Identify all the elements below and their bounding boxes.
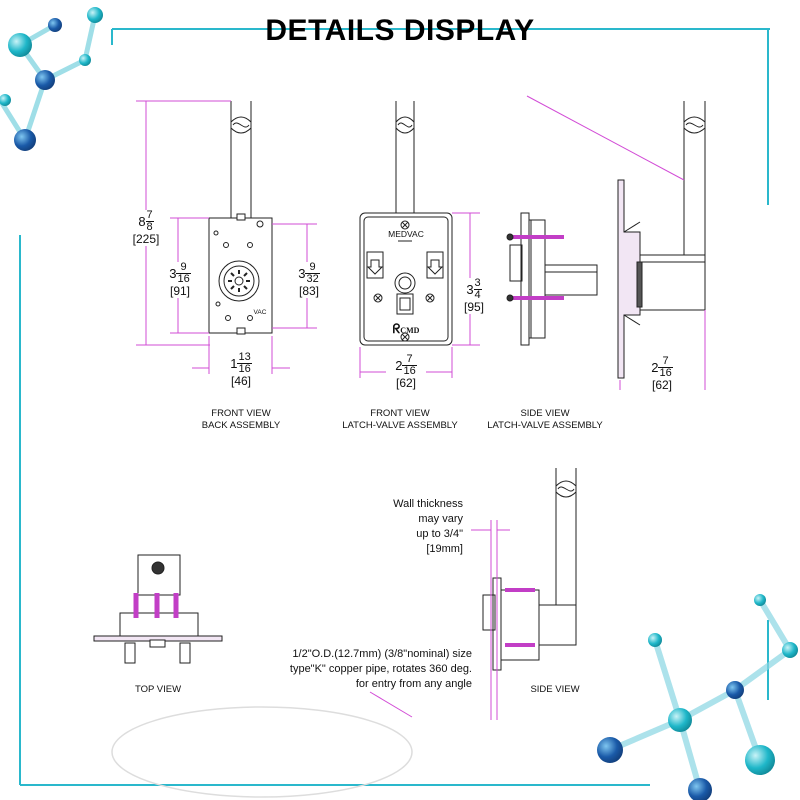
- dim-mm: [91]: [169, 284, 190, 298]
- vac-marking: VAC: [253, 309, 267, 316]
- top-view: [93, 554, 223, 664]
- frame-lines: [19, 28, 770, 786]
- note-line: up to 3/4": [416, 528, 463, 540]
- decorative-ellipse: [111, 706, 413, 798]
- label-top-view: TOP VIEW: [134, 684, 182, 695]
- label-side-view: SIDE VIEW: [530, 684, 580, 695]
- label-line: BACK ASSEMBLY: [201, 420, 281, 431]
- dim-whole: 8: [138, 214, 146, 229]
- dimension-lines-view4: [526, 95, 706, 390]
- page-title: DETAILS DISPLAY: [265, 14, 535, 47]
- molecule-decoration-top-left: [0, 7, 103, 151]
- logo-text: CMD: [400, 326, 420, 335]
- note-line: [19mm]: [426, 543, 463, 555]
- dim-whole: 3: [169, 266, 177, 281]
- side-view-top-right: [617, 101, 706, 379]
- dim-mm: [225]: [132, 232, 160, 246]
- label-side-view-latch: SIDE VIEW LATCH-VALVE ASSEMBLY: [480, 408, 610, 432]
- logo-mark: ᖇ: [392, 321, 401, 336]
- note-line: for entry from any angle: [355, 678, 472, 690]
- side-view-bottom: [482, 468, 577, 720]
- label-line: LATCH-VALVE ASSEMBLY: [342, 420, 458, 431]
- dim-whole: 1: [230, 356, 238, 371]
- label-line: SIDE VIEW: [520, 408, 570, 419]
- wall-thickness-note: Wall thickness may vary up to 3/4" [19mm…: [360, 497, 463, 557]
- dim-whole: 3: [298, 266, 306, 281]
- label-front-view-back: FRONT VIEW BACK ASSEMBLY: [176, 408, 306, 432]
- medvac-brand: MEDVAC: [388, 229, 424, 239]
- dim-whole: 3: [466, 282, 474, 297]
- note-line: 1/2"O.D.(12.7mm) (3/8"nominal) size: [292, 648, 472, 660]
- label-line: FRONT VIEW: [211, 408, 271, 419]
- note-line: type"K" copper pipe, rotates 360 deg.: [289, 663, 472, 675]
- front-view-back-assembly: [208, 101, 273, 335]
- label-front-view-latch: FRONT VIEW LATCH-VALVE ASSEMBLY: [335, 408, 465, 432]
- label-line: LATCH-VALVE ASSEMBLY: [487, 420, 603, 431]
- dim-mm: [46]: [230, 374, 251, 388]
- dim-whole: 2: [651, 360, 659, 375]
- note-line: Wall thickness: [393, 498, 463, 510]
- pipe-note: 1/2"O.D.(12.7mm) (3/8"nominal) size type…: [250, 647, 472, 692]
- front-view-latch-valve: [359, 101, 453, 346]
- cmd-logo: ᖇCMD: [380, 321, 432, 337]
- side-view-latch-valve: [506, 212, 598, 346]
- dim-mm: [62]: [651, 378, 672, 392]
- dim-mm: [83]: [298, 284, 319, 298]
- note-line: may vary: [418, 513, 463, 525]
- dim-whole: 2: [395, 358, 403, 373]
- dim-mm: [62]: [395, 376, 416, 390]
- molecule-decoration-bottom-right: [597, 594, 798, 800]
- dimension-lines-view6: [369, 529, 510, 718]
- dim-mm: [95]: [463, 300, 484, 314]
- label-line: FRONT VIEW: [370, 408, 430, 419]
